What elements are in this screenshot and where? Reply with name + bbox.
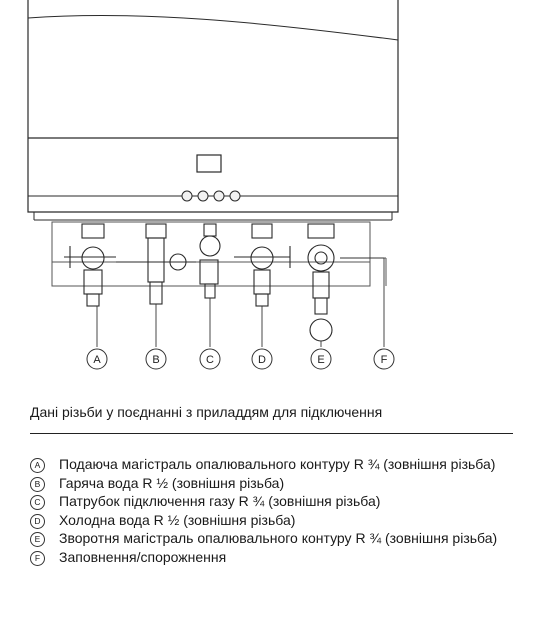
connection-fittings <box>64 223 335 342</box>
legend-letter: C <box>30 495 45 510</box>
legend-item-f: F Заповнення/спорожнення <box>30 549 520 567</box>
callout-b: B <box>152 354 159 366</box>
legend-letter: E <box>30 532 45 547</box>
callout-leaders <box>96 257 385 347</box>
callout-f: F <box>381 354 388 366</box>
legend-text: Зворотня магістраль опалювального контур… <box>59 530 498 546</box>
legend-item-a: A Подаюча магістраль опалювального конту… <box>30 456 520 474</box>
callout-c: C <box>206 354 214 366</box>
legend-list: A Подаюча магістраль опалювального конту… <box>30 456 520 567</box>
legend-text: Холодна вода R ½ (зовнішня різьба) <box>59 511 296 528</box>
callout-d: D <box>258 354 266 366</box>
callout-a: A <box>93 354 101 366</box>
figure-caption: Дані різьби у поєднанні з приладдям для … <box>30 404 383 420</box>
legend-letter: D <box>30 513 45 529</box>
boiler-casing <box>27 0 399 221</box>
callout-e: E <box>317 354 324 366</box>
legend-letter: B <box>30 476 45 492</box>
legend-text: Подаюча магістраль опалювального контуру… <box>59 456 496 472</box>
boiler-connection-diagram: A B C D E F <box>27 0 399 370</box>
legend-letter: A <box>30 458 45 473</box>
legend-text: Заповнення/спорожнення <box>59 548 227 565</box>
legend-item-e: E Зворотня магістраль опалювального конт… <box>30 530 520 548</box>
control-panel <box>181 154 241 202</box>
divider <box>30 433 513 434</box>
legend-item-c: C Патрубок підключення газу R ¾ (зовнішн… <box>30 493 520 511</box>
legend-text: Патрубок підключення газу R ¾ (зовнішня … <box>59 493 381 509</box>
legend-letter: F <box>30 550 45 566</box>
legend-text: Гаряча вода R ½ (зовнішня різьба) <box>59 474 285 491</box>
callout-markers <box>86 348 395 370</box>
legend-item-d: D Холодна вода R ½ (зовнішня різьба) <box>30 512 520 530</box>
legend-item-b: B Гаряча вода R ½ (зовнішня різьба) <box>30 475 520 493</box>
